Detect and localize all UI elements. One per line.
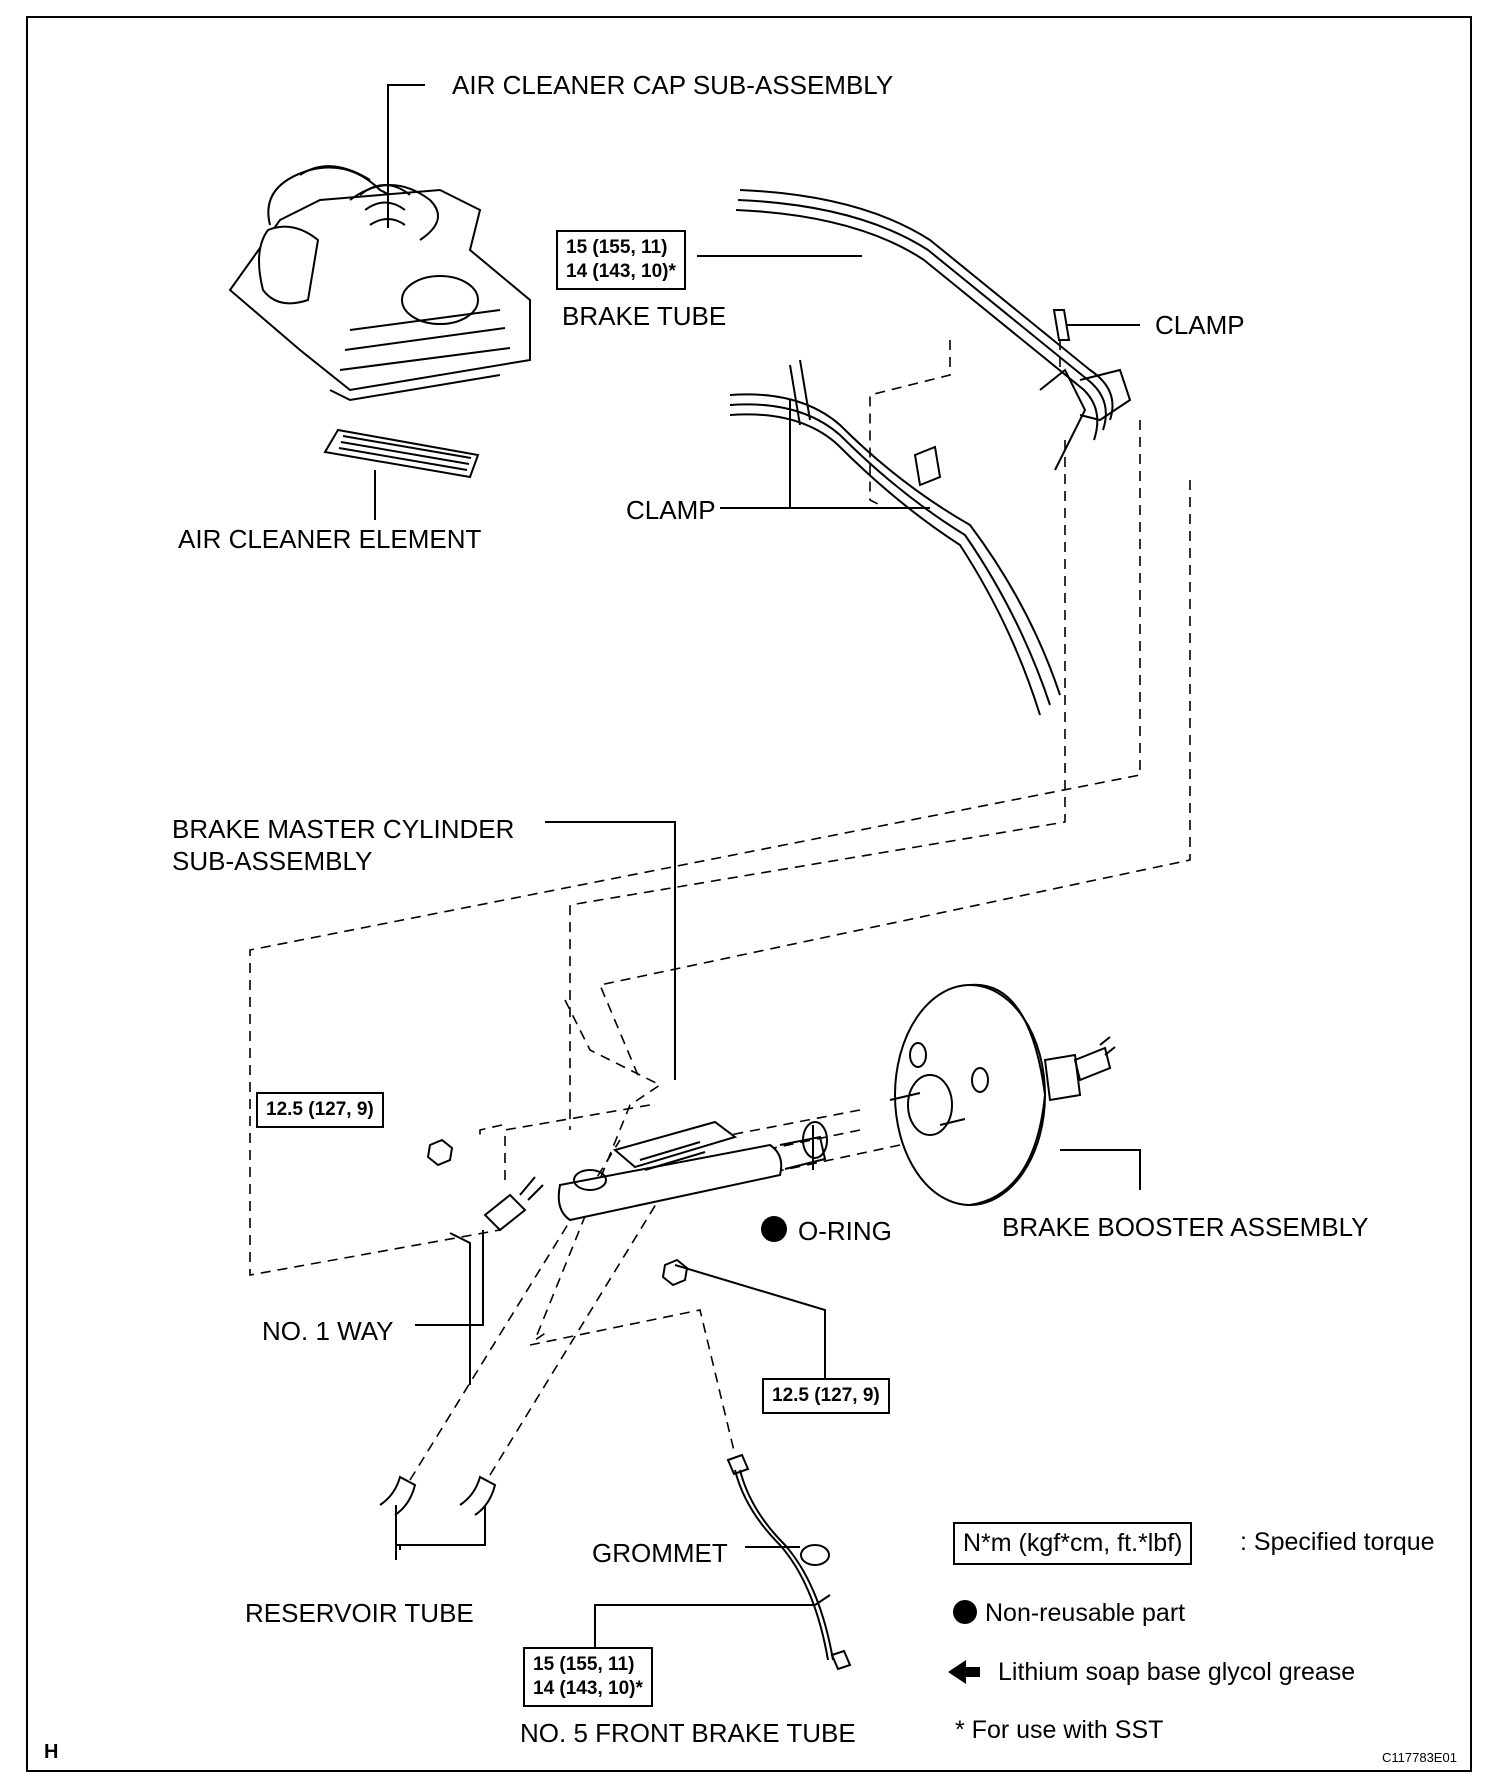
label-no5-front-brake-tube: NO. 5 FRONT BRAKE TUBE: [520, 1718, 856, 1748]
reservoir-tube-left: [379, 1475, 417, 1516]
no1-way-drawing: [483, 1193, 527, 1232]
figure-frame: [26, 16, 1472, 1772]
torque-no5-line2: 14 (143, 10)*: [533, 1678, 643, 1699]
legend-non-reusable: Non-reusable part: [953, 1600, 1185, 1626]
legend-sst: * For use with SST: [955, 1716, 1164, 1744]
no5-tube-drawing: [734, 1469, 829, 1661]
torque-box-nut-left: 12.5 (127, 9): [256, 1092, 384, 1128]
torque-box-brake-tube: 15 (155, 11) 14 (143, 10)*: [556, 230, 686, 290]
label-brake-tube: BRAKE TUBE: [562, 301, 727, 331]
label-master-cylinder-line2: SUB-ASSEMBLY: [172, 846, 373, 876]
legend-torque-unit: N*m (kgf*cm, ft.*lbf): [953, 1522, 1193, 1565]
brake-tube-drawing: [729, 189, 1132, 716]
torque-brake-tube-line1: 15 (155, 11): [566, 237, 668, 258]
brake-booster-drawing: [889, 983, 1116, 1206]
figure-code: C117783E01: [1382, 1750, 1457, 1765]
master-cylinder-drawing: [557, 1120, 827, 1222]
air-cleaner-cap-drawing: [228, 165, 531, 402]
label-clamp-mid: CLAMP: [626, 495, 716, 525]
torque-nut-right: 12.5 (127, 9): [772, 1385, 880, 1406]
label-no1-way: NO. 1 WAY: [262, 1316, 394, 1346]
label-reservoir-tube: RESERVOIR TUBE: [245, 1598, 474, 1628]
torque-brake-tube-line2: 14 (143, 10)*: [566, 261, 676, 282]
label-air-cleaner-cap: AIR CLEANER CAP SUB-ASSEMBLY: [452, 70, 894, 100]
air-cleaner-element-drawing: [323, 428, 480, 520]
torque-nut-left: 12.5 (127, 9): [266, 1099, 374, 1120]
label-brake-booster: BRAKE BOOSTER ASSEMBLY: [1002, 1212, 1369, 1242]
label-air-cleaner-element: AIR CLEANER ELEMENT: [178, 524, 482, 554]
torque-box-no5: 15 (155, 11) 14 (143, 10)*: [523, 1647, 653, 1707]
nut-left-drawing: [426, 1138, 454, 1167]
legend-dot-icon: [953, 1600, 977, 1624]
grease-arrow-icon: [948, 1660, 980, 1684]
label-clamp-top: CLAMP: [1155, 310, 1245, 340]
corner-letter: H: [44, 1741, 59, 1763]
reservoir-tube-right: [459, 1475, 497, 1516]
torque-box-nut-right: 12.5 (127, 9): [762, 1378, 890, 1414]
label-o-ring: O-RING: [798, 1216, 892, 1246]
non-reusable-dot: [761, 1216, 787, 1242]
nut-right-drawing: [661, 1258, 689, 1287]
torque-no5-line1: 15 (155, 11): [533, 1654, 635, 1675]
label-grommet: GROMMET: [592, 1538, 728, 1568]
legend-non-reusable-text: Non-reusable part: [985, 1599, 1186, 1627]
legend-grease: Lithium soap base glycol grease: [998, 1658, 1356, 1686]
legend-torque-desc: : Specified torque: [1240, 1528, 1435, 1556]
label-master-cylinder-line1: BRAKE MASTER CYLINDER: [172, 814, 515, 844]
o-ring-drawing: [802, 1121, 828, 1159]
